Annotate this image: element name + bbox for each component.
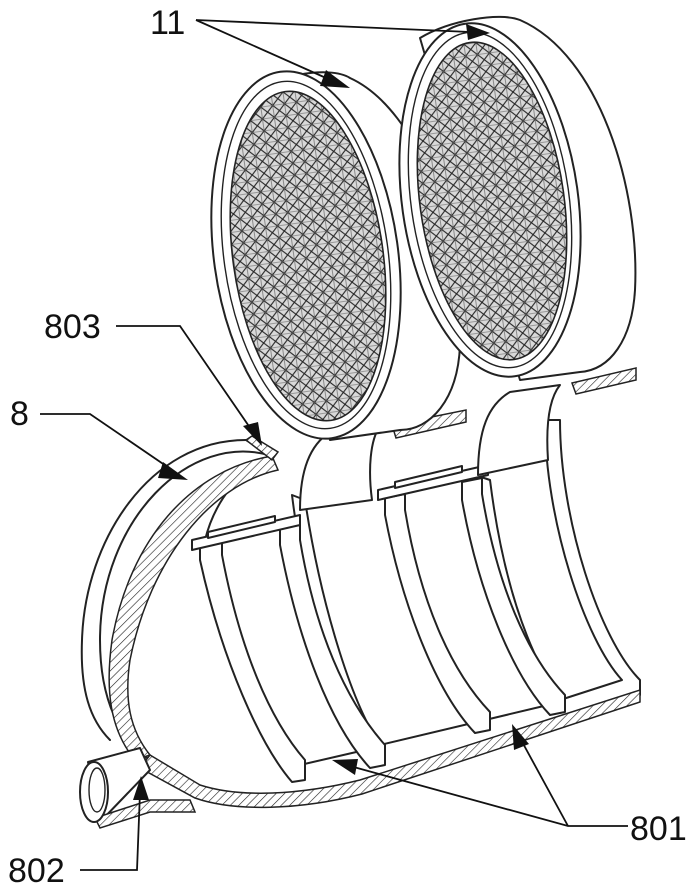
filter-screen-right (398, 15, 637, 381)
inner-ribs (191, 464, 566, 783)
label-side-pipe: 803 (44, 308, 101, 346)
leader-lines (40, 19, 628, 871)
outlet-pipe (79, 747, 197, 829)
label-housing: 8 (10, 395, 29, 433)
side-pipe-tab (244, 435, 280, 462)
filter-screen-left (210, 70, 462, 441)
label-outlet-pipe: 802 (8, 852, 65, 890)
label-filter-screens: 11 (150, 4, 185, 42)
screen-supports (299, 367, 637, 511)
label-inner-shell: 801 (630, 810, 687, 848)
